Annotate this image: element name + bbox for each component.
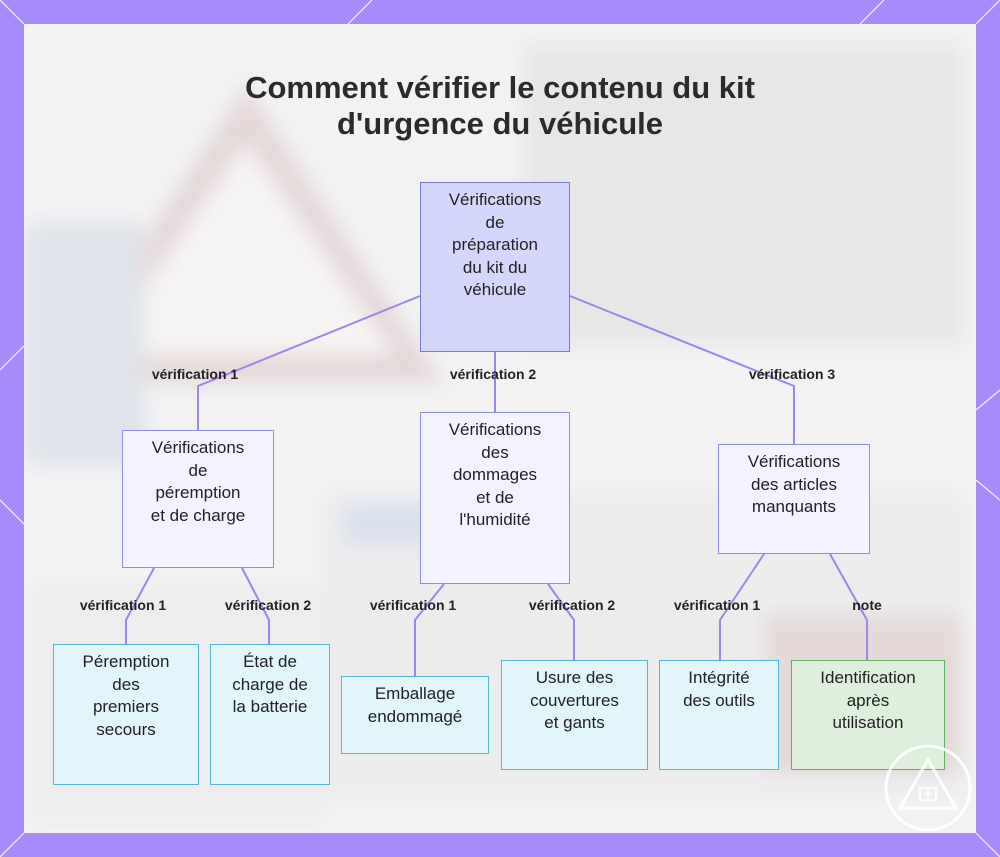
root-node-line: véhicule: [463, 280, 527, 299]
root-node: Vérifications de préparation du kit du v…: [420, 182, 570, 352]
leaf-node-line: premiers: [92, 697, 160, 716]
branch-node-line: des: [481, 442, 509, 462]
title-line-1: Comment vérifier le contenu du kit: [245, 70, 755, 105]
leaf-node-line: des outils: [683, 690, 755, 710]
branch-node-expiry-charge: Vérifications de péremption et de charge: [122, 430, 274, 568]
branch-node-line: Vérifications: [448, 420, 542, 439]
root-node-line: du kit du: [462, 257, 528, 277]
branch-node-line: manquants: [751, 497, 837, 516]
branch-node-line: dommages: [452, 465, 538, 484]
branch-node-line: péremption: [155, 483, 241, 502]
branch-node-line: l'humidité: [459, 510, 531, 529]
note-node-line: utilisation: [832, 713, 904, 732]
edge-label-branch-3-child-1: vérification 1: [673, 597, 761, 613]
branch-node-line: et de charge: [150, 505, 246, 525]
branch-node-line: et de: [476, 487, 514, 507]
edge-label-branch-1-child-2: vérification 2: [224, 597, 312, 613]
edge-label-branch-1: vérification 1: [151, 366, 239, 382]
leaf-node-battery-charge: État de charge de la batterie: [210, 644, 330, 785]
leaf-node-blanket-glove-wear: Usure des couvertures et gants: [501, 660, 648, 770]
edge-label-branch-2: vérification 2: [449, 366, 537, 382]
connector-root-branch-1: [197, 295, 421, 430]
branch-node-line: Vérifications: [151, 438, 245, 457]
branch-node-line: de: [188, 460, 208, 480]
leaf-node-line: Usure des: [535, 668, 614, 687]
leaf-node-line: des: [112, 674, 140, 694]
connector-branch-2-child-2: [547, 583, 575, 660]
connector-branch-1-child-1: [125, 567, 155, 644]
connector-lines: [125, 295, 868, 676]
connector-root-branch-3: [569, 295, 795, 444]
edge-label-branch-2-child-2: vérification 2: [528, 597, 616, 613]
edge-label-branch-2-child-1: vérification 1: [369, 597, 457, 613]
edge-label-branch-3-child-2: note: [852, 597, 882, 613]
diagram-title: Comment vérifier le contenu du kit d'urg…: [150, 70, 850, 142]
connector-branch-2-child-1: [414, 583, 445, 676]
leaf-node-line: Emballage: [374, 684, 456, 703]
leaf-node-line: Intégrité: [688, 668, 750, 687]
edge-label-branch-3: vérification 3: [748, 366, 836, 382]
leaf-node-damaged-packaging: Emballage endommagé: [341, 676, 489, 754]
note-node-post-use-identification: Identification après utilisation: [791, 660, 945, 770]
leaf-node-line: secours: [96, 719, 156, 739]
leaf-node-line: État de: [243, 652, 297, 671]
branch-node-damage-humidity: Vérifications des dommages et de l'humid…: [420, 412, 570, 584]
root-node-line: Vérifications: [448, 190, 542, 209]
branch-node-missing-items: Vérifications des articles manquants: [718, 444, 870, 554]
title-line-2: d'urgence du véhicule: [336, 106, 664, 141]
leaf-node-line: la batterie: [232, 697, 308, 716]
branch-node-line: des articles: [751, 474, 837, 494]
root-node-line: de: [485, 212, 505, 232]
edge-label-branch-1-child-1: vérification 1: [79, 597, 167, 613]
connector-branch-3-child-1: [719, 553, 765, 660]
leaf-node-line: couvertures: [530, 690, 619, 710]
leaf-node-line: charge de: [232, 674, 308, 694]
leaf-node-line: endommagé: [367, 706, 463, 726]
leaf-node-first-aid-expiry: Péremption des premiers secours: [53, 644, 199, 785]
warning-triangle-icon: [884, 744, 972, 832]
diagram-panel: Comment vérifier le contenu du kit d'urg…: [24, 24, 976, 833]
leaf-node-line: et gants: [544, 713, 605, 732]
root-node-line: préparation: [451, 235, 538, 254]
note-node-line: après: [846, 690, 890, 710]
leaf-node-line: Péremption: [82, 652, 170, 671]
connector-branch-3-child-2: [829, 553, 868, 660]
note-node-line: Identification: [820, 668, 916, 687]
branch-node-line: Vérifications: [747, 452, 841, 471]
connector-branch-1-child-2: [241, 567, 270, 644]
leaf-node-tool-integrity: Intégrité des outils: [659, 660, 779, 770]
